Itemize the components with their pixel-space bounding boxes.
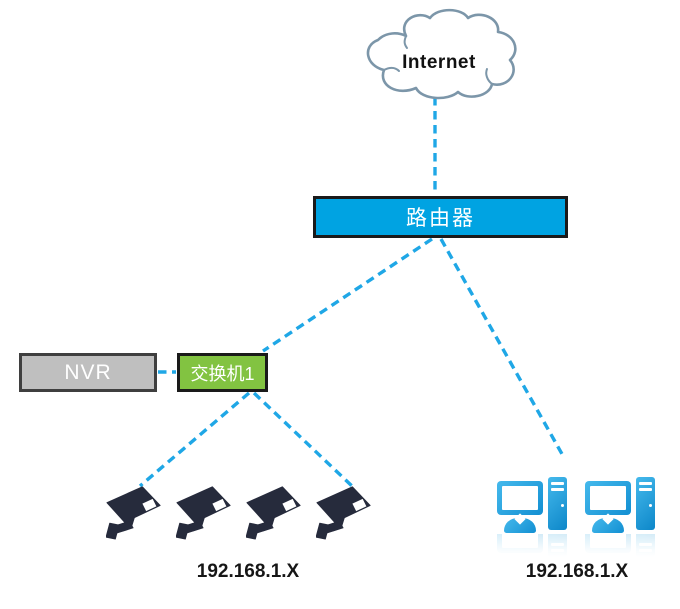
cctv-camera-icon [105,483,162,541]
pc-monitor [585,481,631,515]
pc-reflection [585,534,655,557]
desktop-computer-icon [497,477,567,557]
pc-tower [548,477,567,530]
cctv-camera-icon [245,483,302,541]
pc-monitor [497,481,543,515]
connector-switch-camera-right [252,391,354,488]
pc-stand [504,518,536,533]
pc-ip-label: 192.168.1.X [525,561,629,582]
cloud-icon [366,8,517,100]
camera-ip-label: 192.168.1.X [196,561,300,582]
pc-stand [592,518,624,533]
connector-router-pcs [439,238,564,455]
nvr-node: NVR [19,353,157,392]
pc-group [497,477,657,557]
camera-group [105,483,374,541]
connector-switch-camera-left [138,391,251,488]
pc-reflection [497,534,567,557]
internet-label: Internet [402,52,476,73]
cctv-camera-icon [315,483,372,541]
nvr-label: NVR [64,360,112,384]
pc-tower [636,477,655,530]
router-node: 路由器 [313,196,568,238]
internet-node: Internet [358,8,520,100]
desktop-computer-icon [585,477,655,557]
connector-router-switch [262,237,433,353]
switch-label: 交换机1 [190,363,255,384]
router-label: 路由器 [406,207,475,230]
switch-node: 交换机1 [177,353,268,392]
cctv-camera-icon [175,483,232,541]
